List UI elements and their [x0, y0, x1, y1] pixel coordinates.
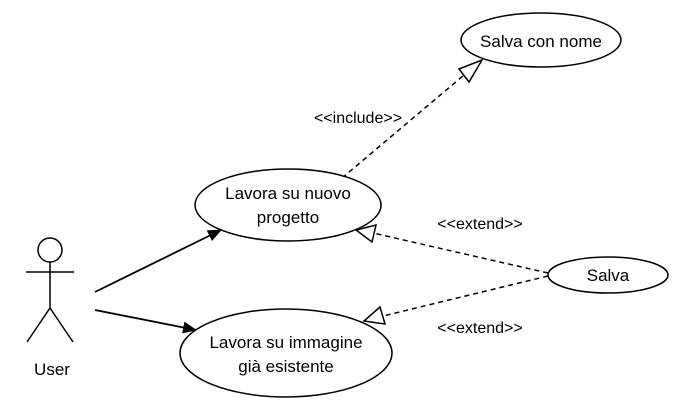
actor-user[interactable]: User [26, 237, 74, 379]
extend-arrowhead-immagine [362, 305, 387, 325]
use-case-label-line1: Lavora su nuovo [225, 184, 351, 203]
use-case-lavora-su-immagine-esistente[interactable]: Lavora su immagine già esistente [179, 308, 393, 398]
extend-label-nuovo: <<extend>> [437, 216, 522, 233]
use-case-salva[interactable]: Salva [547, 256, 669, 294]
include-arrowhead [457, 58, 484, 84]
use-case-label-line2: già esistente [238, 357, 333, 376]
include-connector [341, 69, 471, 179]
use-case-lavora-su-nuovo-progetto[interactable]: Lavora su nuovo progetto [194, 168, 382, 242]
use-case-label-line2: progetto [257, 208, 319, 227]
use-case-label: Salva [587, 266, 630, 285]
use-case-salva-con-nome[interactable]: Salva con nome [460, 12, 622, 68]
use-case-ellipse [179, 308, 393, 398]
use-case-label-line1: Lavora su immagine [209, 333, 362, 352]
extend-label-immagine: <<extend>> [437, 320, 522, 337]
association-to-nuovo-progetto [94, 229, 222, 293]
extend-connector-immagine [382, 275, 549, 317]
association-to-immagine-esistente [94, 309, 197, 334]
extend-arrowhead-nuovo [354, 223, 378, 244]
use-case-ellipse [547, 256, 669, 294]
extend-connector-nuovo [372, 232, 549, 274]
actor-head [37, 237, 63, 263]
actor-left-leg [26, 307, 51, 343]
use-case-label: Salva con nome [480, 32, 602, 51]
include-label: <<include>> [314, 110, 402, 127]
use-case-ellipse [460, 12, 622, 68]
use-case-ellipse [194, 168, 382, 242]
actor-right-leg [49, 307, 74, 343]
actor-label: User [34, 360, 70, 379]
